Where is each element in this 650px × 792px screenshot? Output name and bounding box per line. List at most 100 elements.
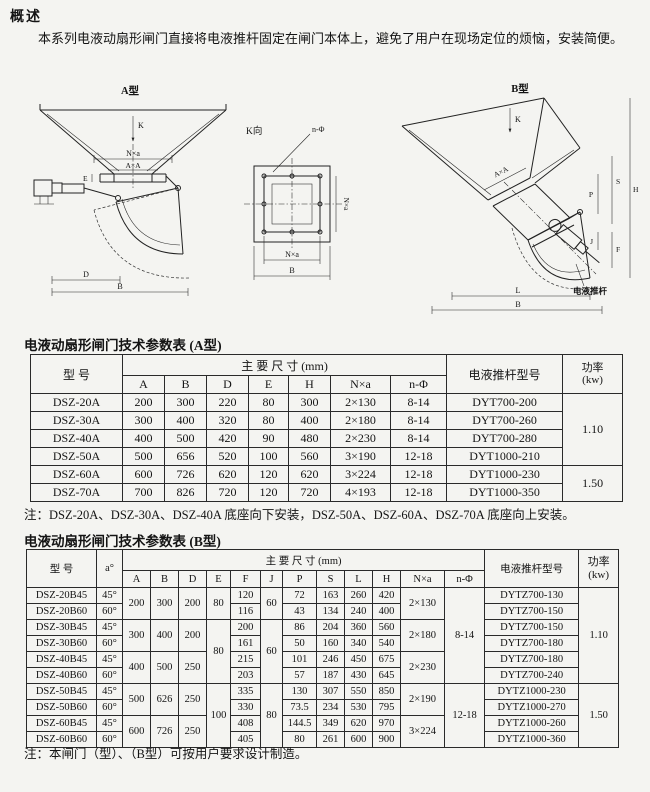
table-row: DSZ-20B45 45° 200 300 200 80 120 60 72 1… xyxy=(26,587,620,684)
td-power: 1.10 xyxy=(578,587,620,684)
td-A: 600 xyxy=(122,715,151,748)
td-B: 726 xyxy=(164,465,207,484)
td-P: 73.5 xyxy=(282,699,317,716)
td-model: DSZ-40B60 xyxy=(26,667,97,684)
td-E: 80 xyxy=(248,393,289,412)
td-model: DSZ-40A xyxy=(30,429,123,448)
td-D: 520 xyxy=(206,447,249,466)
table-row: DSZ-30B60 60° 161 50 160 340 540 DYTZ700… xyxy=(26,635,619,652)
td-D: 720 xyxy=(206,483,249,502)
td-model: DSZ-50A xyxy=(30,447,123,466)
td-A: 500 xyxy=(122,683,151,716)
th-actuator: 电液推杆型号 xyxy=(446,354,564,394)
td-actuator: DYTZ700-180 xyxy=(484,651,580,668)
td-Nxa: 3×224 xyxy=(400,715,445,748)
td-H: 675 xyxy=(372,651,401,668)
td-S: 134 xyxy=(316,603,345,620)
td-L: 530 xyxy=(344,699,373,716)
table-b-header-2: A B D E F J P S L H N×a n-Φ xyxy=(27,570,619,588)
td-nphi: 8-14 xyxy=(443,587,486,684)
table-row: DSZ-50B45 45° 500 626 250 100 335 80 130… xyxy=(26,683,620,748)
td-F: 335 xyxy=(230,683,261,700)
td-B: 300 xyxy=(164,393,207,412)
td-S: 246 xyxy=(316,651,345,668)
td-E: 90 xyxy=(248,429,289,448)
td-power: 1.50 xyxy=(578,683,620,748)
th-power: 功率(kw) xyxy=(578,549,620,588)
td-model: DSZ-30B60 xyxy=(26,635,97,652)
table-row: DSZ-30B45 45° 300 400 200 80 200 60 86 2… xyxy=(26,619,619,684)
td-D: 250 xyxy=(178,651,207,684)
th-sub-H: H xyxy=(288,375,331,394)
td-F: 120 xyxy=(230,587,261,604)
td-H: 400 xyxy=(288,411,331,430)
table-a: 型 号 主 要 尺 寸 (mm) 电液推杆型号 功率(kw) A B D E H… xyxy=(30,354,624,502)
td-B: 300 xyxy=(150,587,179,620)
td-actuator: DYTZ700-150 xyxy=(484,603,580,620)
table-row: DSZ-70A 700 826 720 120 720 4×193 12-18 … xyxy=(30,483,623,502)
td-J: 60 xyxy=(260,619,283,684)
td-P: 144.5 xyxy=(282,715,317,732)
dim-f-label: F xyxy=(616,245,620,254)
note-b: 注：本闸门（型）、（B型）可按用户要求设计制造。 xyxy=(24,747,308,761)
table-row: DSZ-50A 500 656 520 100 560 3×190 12-18 … xyxy=(30,447,623,466)
td-actuator: DYT700-280 xyxy=(446,429,564,448)
td-S: 163 xyxy=(316,587,345,604)
td-model: DSZ-20A xyxy=(30,393,123,412)
th-sub-nphi: n-Φ xyxy=(389,375,448,394)
td-actuator: DYT1000-350 xyxy=(446,483,564,502)
th-sub-A: A xyxy=(122,570,151,588)
td-H: 970 xyxy=(372,715,401,732)
td-angle: 60° xyxy=(96,635,123,652)
th-power-unit: (kw) xyxy=(588,568,610,581)
td-S: 349 xyxy=(316,715,345,732)
td-H: 540 xyxy=(372,635,401,652)
td-L: 620 xyxy=(344,715,373,732)
td-E: 80 xyxy=(206,619,231,684)
th-power: 功率(kw) xyxy=(562,354,624,394)
td-S: 261 xyxy=(316,731,345,748)
td-angle: 60° xyxy=(96,603,123,620)
td-B: 726 xyxy=(150,715,179,748)
table-row: DSZ-40B60 60° 203 57 187 430 645 DYTZ700… xyxy=(26,667,619,684)
td-A: 300 xyxy=(122,411,165,430)
table-row: DSZ-60B60 60° 405 80 261 600 900 DYTZ100… xyxy=(26,731,619,748)
td-actuator: DYT1000-210 xyxy=(446,447,564,466)
td-actuator: DYT700-260 xyxy=(446,411,564,430)
td-H: 420 xyxy=(372,587,401,604)
td-F: 408 xyxy=(230,715,261,732)
td-H: 480 xyxy=(288,429,331,448)
td-model: DSZ-60B45 xyxy=(26,715,97,732)
dim-l-label: L xyxy=(516,286,521,295)
diagram-a-title: A型 xyxy=(121,84,140,97)
td-A: 500 xyxy=(122,447,165,466)
td-nphi: 8-14 xyxy=(389,429,448,448)
th-sub-F: F xyxy=(230,570,261,588)
td-D: 620 xyxy=(206,465,249,484)
td-Nxa: 2×180 xyxy=(330,411,391,430)
td-H: 620 xyxy=(288,465,331,484)
td-model: DSZ-30B45 xyxy=(26,619,97,636)
td-J: 60 xyxy=(260,587,283,620)
table-row: DSZ-30A 300 400 320 80 400 2×180 8-14 DY… xyxy=(30,411,623,430)
table-row: DSZ-60A 600 726 620 120 620 3×224 12-18 … xyxy=(30,465,624,502)
td-H: 400 xyxy=(372,603,401,620)
th-model: 型 号 xyxy=(26,549,97,588)
td-model: DSZ-50B60 xyxy=(26,699,97,716)
td-E: 100 xyxy=(206,683,231,748)
td-H: 720 xyxy=(288,483,331,502)
td-actuator: DYTZ1000-260 xyxy=(484,715,580,732)
dim-e-label: E xyxy=(83,174,88,183)
td-Nxa: 2×190 xyxy=(400,683,445,716)
td-F: 215 xyxy=(230,651,261,668)
th-power-unit: (kw) xyxy=(582,374,603,386)
td-P: 72 xyxy=(282,587,317,604)
td-A: 700 xyxy=(122,483,165,502)
td-model: DSZ-70A xyxy=(30,483,123,502)
table-row: DSZ-40A 400 500 420 90 480 2×230 8-14 DY… xyxy=(30,429,623,448)
td-actuator: DYTZ1000-230 xyxy=(484,683,580,700)
td-model: DSZ-60B60 xyxy=(26,731,97,748)
td-L: 340 xyxy=(344,635,373,652)
th-sub-A: A xyxy=(122,375,165,394)
td-P: 130 xyxy=(282,683,317,700)
